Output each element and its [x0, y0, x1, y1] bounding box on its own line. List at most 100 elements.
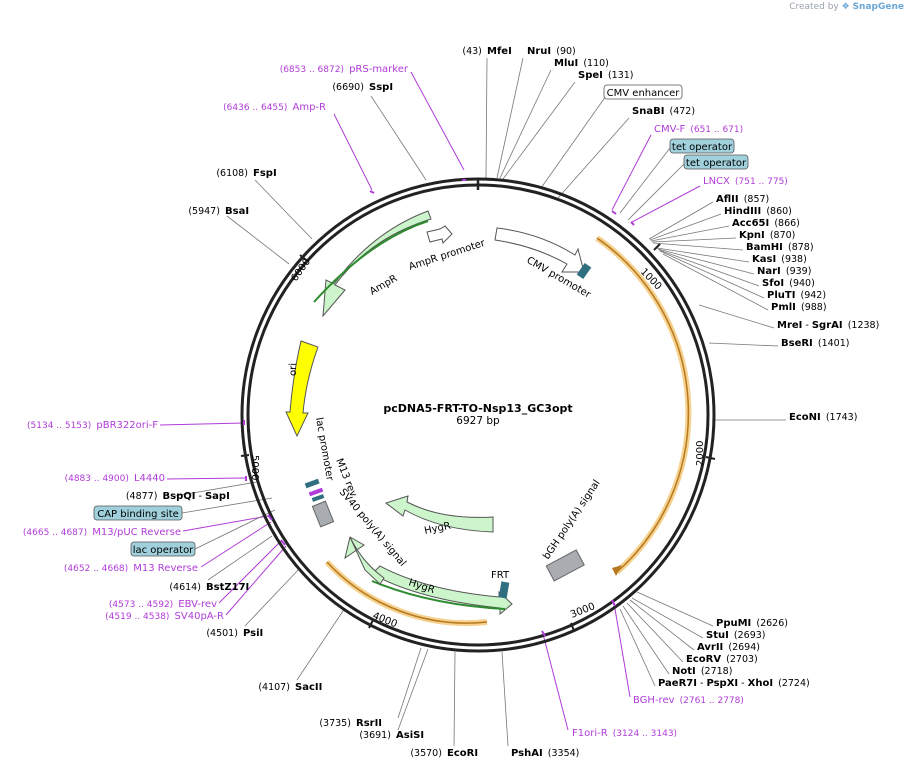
primer-name: L4440	[134, 473, 165, 484]
site-label-mrei-sgrai: MreI - SgrAI (1238)	[777, 313, 879, 332]
site-name: EcoNI	[789, 412, 821, 423]
primer-leader-lncx	[631, 185, 701, 223]
box-lac-operator-4	[130, 541, 196, 557]
primer-leader-bgh-rev	[613, 602, 631, 698]
site-label-bsai: (5947) BsaI	[188, 199, 249, 218]
site-label-bspqi-sapi: (4877) BspQI - SapI	[126, 484, 230, 503]
site-label-pmli: PmlI (988)	[771, 295, 827, 314]
primer-leader-ebv-rev	[218, 540, 282, 604]
site-label-rsrii: (3735) RsrII	[319, 711, 382, 730]
ampr-arrow-inner-line	[313, 220, 429, 303]
site-name: KasI	[752, 254, 776, 265]
primer-name: BGH-rev	[633, 695, 675, 706]
primer-label-sv40pa-r: (4519 .. 4538) SV40pA-R	[105, 604, 224, 623]
site-name: MreI	[777, 320, 802, 331]
primer-range: (6436 .. 6455)	[223, 103, 287, 113]
site-pos: (3735)	[319, 718, 351, 729]
box-leader-tet-operator-2	[627, 163, 685, 221]
site-label-asisi: (3691) AsiSI	[359, 723, 424, 742]
site-pos: (939)	[786, 266, 812, 277]
site-name: KpnI	[739, 230, 765, 241]
primer-label-pbr322ori-f: (5134 .. 5153) pBR322ori-F	[27, 413, 158, 432]
site-pos: (940)	[789, 278, 815, 289]
site-name: PpuMI	[716, 618, 751, 629]
leader-nari	[657, 248, 755, 275]
site-label-fspi: (6108) FspI	[216, 161, 276, 180]
site-name: AvrII	[697, 642, 723, 653]
leader-snabi	[557, 117, 630, 199]
leader-ppumi	[636, 591, 714, 627]
site-pos: (4614)	[169, 582, 201, 593]
leader-mrei-sgrai	[698, 304, 775, 329]
leader-bseri	[708, 342, 779, 347]
site-label-psii: (4501) PsiI	[206, 621, 263, 640]
primer-leader-prs-marker	[410, 71, 465, 171]
leader-rsrii	[397, 647, 422, 719]
site-pos: (2693)	[734, 630, 766, 641]
site-name-separator: -	[738, 678, 747, 689]
site-name: NruI	[527, 46, 551, 57]
tick-3000-mark	[570, 622, 575, 632]
site-name: BspQI	[163, 491, 196, 502]
bgh-polya-box	[545, 549, 585, 582]
site-label-noti: NotI (2718)	[672, 659, 732, 678]
primer-leader-m13-reverse	[200, 521, 272, 568]
site-label-sspi: (6690) SspI	[332, 75, 393, 94]
site-name: SacII	[295, 682, 322, 693]
site-label-sfoi: SfoI (940)	[762, 271, 815, 290]
box-leader-cmv-enhancer-0	[540, 95, 607, 189]
primer-marks	[243, 179, 635, 637]
site-label-mlui: MluI (110)	[554, 51, 609, 70]
feature-label-hygr-upper: HygR	[423, 521, 451, 537]
site-name: PshAI	[511, 748, 543, 759]
site-name: NotI	[672, 666, 696, 677]
cmv-teal-marker	[576, 262, 592, 280]
box-leader-tet-operator-1	[619, 147, 671, 214]
feature-shapes	[285, 210, 592, 616]
site-label-acc65i: Acc65I (866)	[732, 211, 800, 230]
tick-4000-mark	[368, 619, 374, 629]
leader-bsai	[226, 215, 290, 265]
site-pos: (43)	[462, 46, 482, 57]
orange-arc-nsp13-head	[612, 565, 622, 576]
box-label-tet-operator-1: tet operator	[672, 142, 733, 153]
primer-range: (4519 .. 4538)	[105, 612, 169, 622]
primer-label-f1ori-r: F1ori-R (3124 .. 3143)	[572, 721, 677, 740]
site-pos: (6690)	[332, 82, 364, 93]
primer-name: pRS-marker	[349, 64, 409, 75]
site-label-avrii: AvrII (2694)	[697, 635, 760, 654]
orange-arc-nsp13	[595, 235, 692, 575]
site-pos: (2724)	[778, 678, 810, 689]
site-label-ppumi: PpuMI (2626)	[716, 611, 788, 630]
tick-label-5000: 5000	[249, 455, 260, 480]
primer-range: (5134 .. 5153)	[27, 421, 91, 431]
leader-pmli	[662, 253, 769, 311]
primer-range: (751 .. 775)	[735, 177, 788, 187]
site-label-kasi: KasI (938)	[752, 247, 807, 266]
site-name-separator: -	[802, 320, 811, 331]
leader-sfoi	[658, 249, 760, 287]
primer-label-amp-r: (6436 .. 6455) Amp-R	[223, 95, 326, 114]
box-label-tet-operator-2: tet operator	[686, 158, 747, 169]
m13-rev-marker	[308, 487, 324, 497]
site-name: NarI	[757, 266, 781, 277]
tick-2000-mark	[705, 456, 716, 460]
site-name: SspI	[369, 82, 393, 93]
box-label-cmv-enhancer-0: CMV enhancer	[607, 88, 681, 99]
primer-mark-bgh-rev	[611, 599, 616, 607]
site-label-mfei: (43) MfeI	[462, 39, 511, 58]
site-label-bseri: BseRI (1401)	[781, 331, 849, 350]
primer-leader-cmv-f	[611, 134, 652, 211]
leader-acc65i	[650, 225, 730, 242]
primer-name: M13/pUC Reverse	[92, 527, 181, 538]
primer-leader-m13-puc-reverse	[182, 515, 269, 532]
site-pos: (472)	[670, 106, 696, 117]
leader-bspqi-sapi	[174, 481, 258, 497]
site-pos: (90)	[556, 46, 576, 57]
leader-kasi	[656, 247, 750, 263]
site-name: BseRI	[781, 338, 813, 349]
site-label-snabi: SnaBI (472)	[632, 99, 695, 118]
primer-range: (6853 .. 6872)	[280, 65, 344, 75]
primer-range: (4652 .. 4668)	[64, 564, 128, 574]
